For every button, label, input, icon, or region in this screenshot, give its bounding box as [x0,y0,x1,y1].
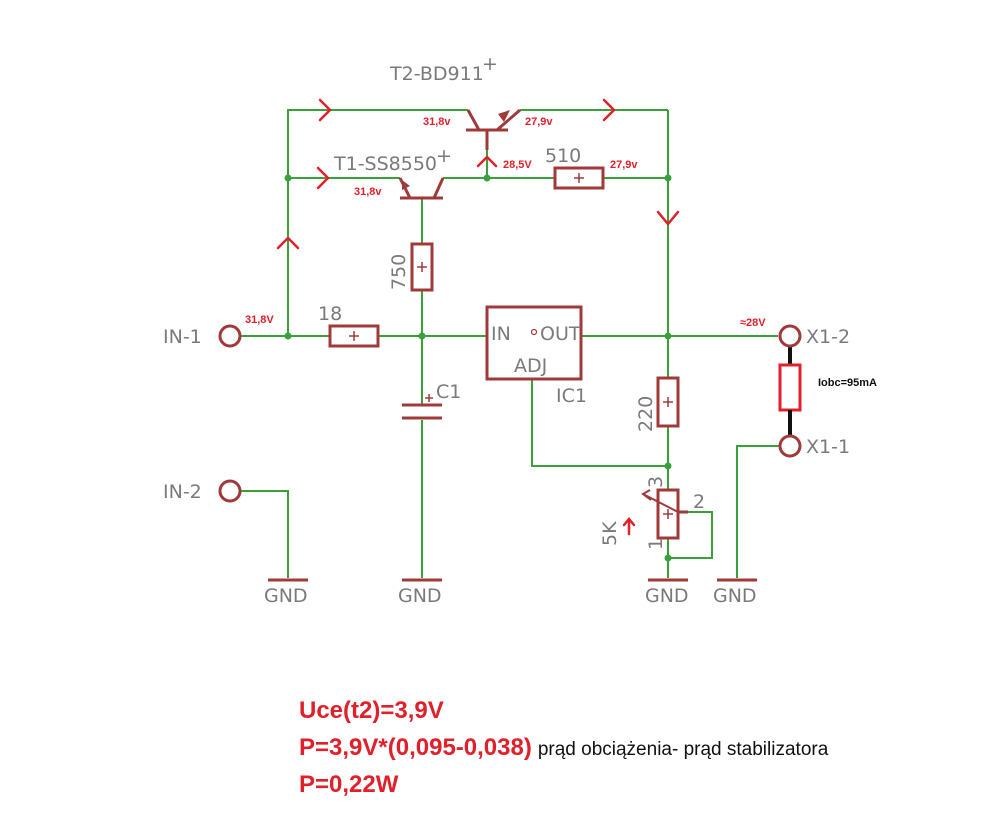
note-power-formula: P=3,9V*(0,095-0,038) [299,734,532,761]
arrow-up-icon [276,236,300,250]
label-gnd: GND [264,585,308,607]
wire-left-top [287,109,468,336]
load-resistor [778,347,802,435]
junctions [284,174,672,562]
label-ic-adj: ADJ [514,355,547,377]
junction [284,174,292,182]
junction [483,174,491,182]
capacitor-c1 [402,394,442,420]
junction [664,462,672,470]
note-power-result: P=0,22W [299,771,399,798]
note-power-comment: prąd obciążenia- prąd stabilizatora [537,739,829,760]
connector-in1 [218,324,242,348]
transistor-t2 [466,108,521,150]
label-ic-out: OUT [540,323,581,345]
label-in1: IN-1 [163,326,202,348]
note-line-2: P=3,9V*(0,095-0,038)prąd obciążenia- prą… [299,731,828,768]
voltage-annotations: 31,8v 27,9v 31,8v 28,5V 27,9v 31,8V ≈28V… [245,116,877,389]
junction [664,554,672,562]
note-uce: Uce(t2)=3,9V [299,697,444,724]
label-r750: 750 [388,254,410,290]
arrow-right-icon [602,98,616,122]
label-pot-pin1: 1 [645,538,667,550]
component-labels: T2-BD911 + T1-SS8550 + 510 750 18 220 5K… [163,53,850,607]
label-ic-in: IN [491,323,511,345]
label-ic1: IC1 [556,385,587,407]
label-x1-1: X1-1 [806,436,850,458]
wire-adj [531,380,668,467]
label-c1: C1 [436,381,461,403]
label-t2: T2-BD911 [389,63,484,85]
label-pot: 5K [599,521,621,546]
label-t2-plus: + [482,53,498,75]
wire-pot-wiper [667,511,713,559]
resistor-510 [553,166,605,190]
voltage-in1: 31,8V [245,314,274,326]
note-line-1: Uce(t2)=3,9V [299,694,828,731]
arrow-right-icon [318,98,332,122]
wire-in2 [241,490,289,578]
current-arrows [276,98,680,536]
arrow-right-icon [316,166,330,190]
voltage-r510-right: 27,9v [610,159,638,171]
resistor-18 [328,324,380,348]
arrow-down-icon [656,210,680,226]
junction [664,174,672,182]
load-current-label: Iobc=95mA [818,377,877,389]
label-x1-2: X1-2 [806,326,850,348]
connector-in2 [218,479,242,503]
regulator-ic1 [485,305,583,381]
wire-x1-1 [736,445,779,578]
label-r510: 510 [545,145,581,167]
connectors [218,324,802,503]
label-t1-plus: + [436,145,452,167]
label-gnd: GND [645,585,689,607]
label-pot-pin2: 2 [693,491,705,513]
label-pot-pin3: 3 [645,476,667,488]
junction [418,332,426,340]
voltage-out: ≈28V [740,317,766,329]
label-in2: IN-2 [163,481,202,503]
voltage-t2-emitter: 27,9v [525,116,553,128]
wires [241,109,779,578]
label-t1: T1-SS8550 [333,153,437,175]
connector-x1-1 [778,434,802,458]
junction [284,332,292,340]
connector-x1-2 [778,324,802,348]
label-r18: 18 [318,303,342,325]
calculation-notes: Uce(t2)=3,9V P=3,9V*(0,095-0,038)prąd ob… [299,694,828,805]
voltage-node-285: 28,5V [503,159,532,171]
arrow-up-icon [476,155,498,168]
label-gnd: GND [398,585,442,607]
transistor-t1 [398,177,445,200]
label-r220: 220 [635,396,657,432]
resistor-750 [410,242,434,292]
potentiometer-5k [641,488,688,540]
voltage-t1-emitter: 31,8v [354,186,382,198]
junction [664,332,672,340]
note-line-3: P=0,22W [299,768,828,805]
voltage-t2-base: 31,8v [423,116,451,128]
label-gnd: GND [713,585,757,607]
resistor-220 [656,376,680,428]
